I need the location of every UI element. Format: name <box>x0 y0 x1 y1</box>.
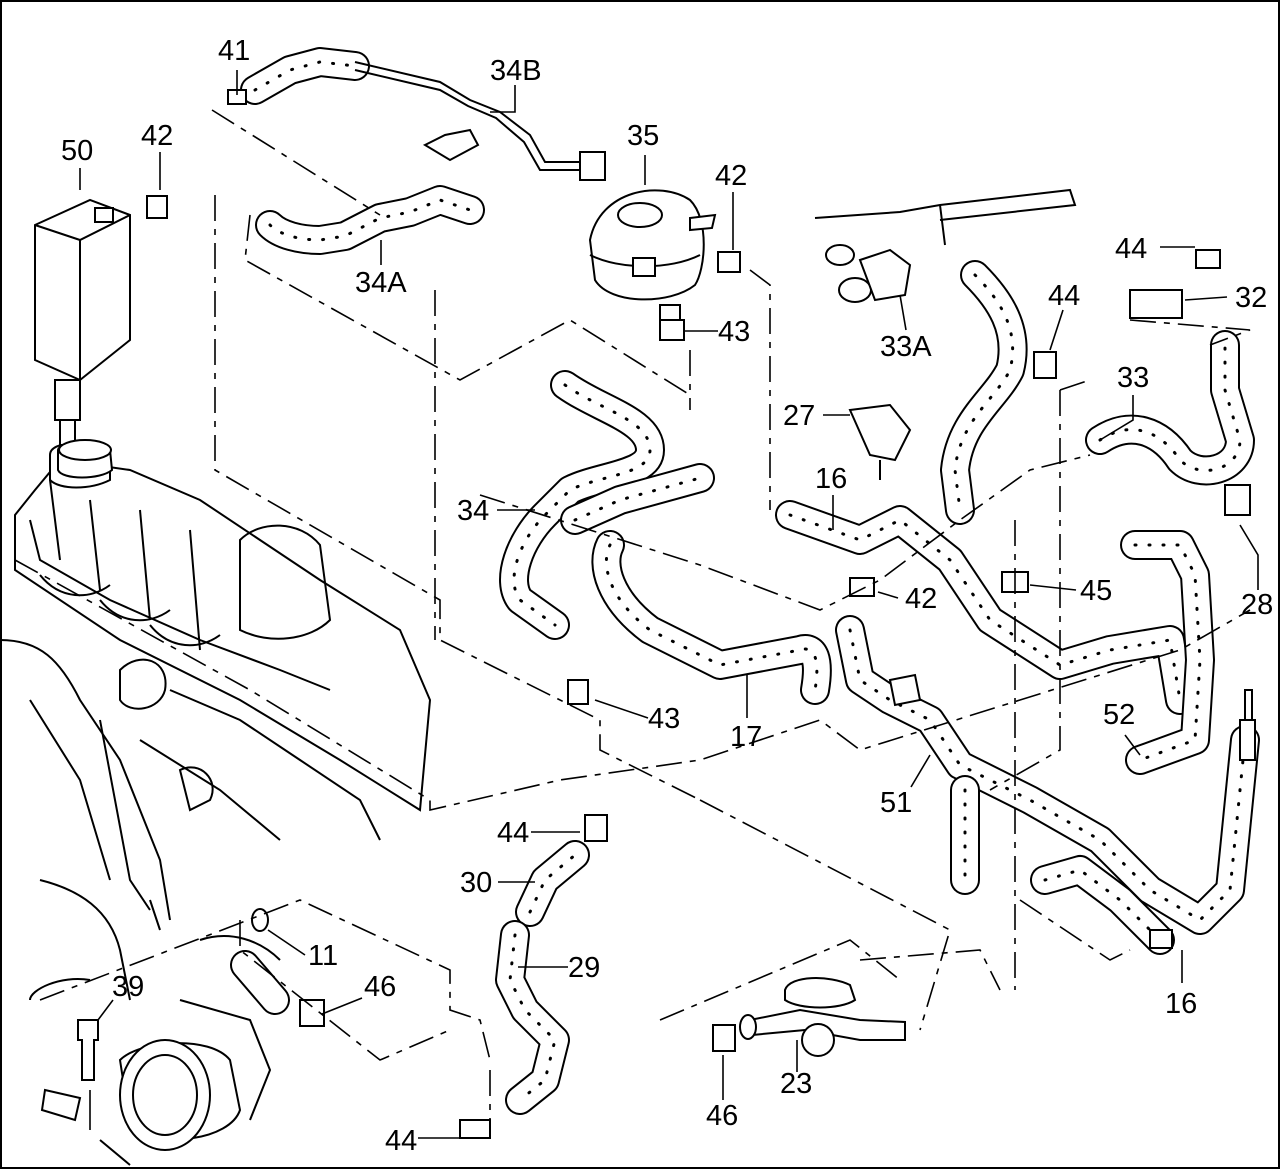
pipe-34b <box>354 61 606 181</box>
callout-27: 27 <box>783 400 815 432</box>
callout-16-lower: 16 <box>1165 988 1197 1020</box>
callout-51: 51 <box>880 787 912 819</box>
expansion-tank-35 <box>588 189 717 321</box>
callout-34a: 34A <box>355 267 407 299</box>
callout-28: 28 <box>1241 589 1273 621</box>
callout-34b: 34B <box>490 55 542 87</box>
callouts: 41 34B 50 42 35 42 44 32 44 34A 43 33A 3… <box>61 35 1273 1157</box>
callout-44-center: 44 <box>497 817 529 849</box>
callout-29: 29 <box>568 952 600 984</box>
callout-23: 23 <box>780 1068 812 1100</box>
callout-39: 39 <box>112 971 144 1003</box>
callout-41: 41 <box>218 35 250 67</box>
callout-42-top-left: 42 <box>141 120 173 152</box>
clamps <box>146 89 1251 1139</box>
callout-11: 11 <box>308 940 338 972</box>
callout-44-mid-right: 44 <box>1048 280 1080 312</box>
callout-44-top-right: 44 <box>1115 233 1147 265</box>
callout-50: 50 <box>61 135 93 167</box>
engine-block <box>0 442 432 1166</box>
callout-52: 52 <box>1103 699 1135 731</box>
callout-44-bottom: 44 <box>385 1125 417 1157</box>
callout-33: 33 <box>1117 362 1149 394</box>
callout-30: 30 <box>460 867 492 899</box>
connectors <box>40 439 1256 1122</box>
callout-32: 32 <box>1235 282 1267 314</box>
leader-lines <box>79 70 1259 1139</box>
callout-33a: 33A <box>880 331 932 363</box>
valve-assembly <box>814 188 1077 480</box>
hose-group <box>230 47 1260 1115</box>
callout-17: 17 <box>730 721 762 753</box>
callout-46-left: 46 <box>364 971 396 1003</box>
callout-34: 34 <box>457 495 489 527</box>
callout-16-upper: 16 <box>815 463 847 495</box>
callout-46-bottom: 46 <box>706 1100 738 1132</box>
callout-42-tank: 42 <box>715 160 747 192</box>
callout-43-tank: 43 <box>718 316 750 348</box>
callout-35: 35 <box>627 120 659 152</box>
expansion-tank-50 <box>34 198 131 446</box>
callout-42-mid: 42 <box>905 583 937 615</box>
callout-43-mid: 43 <box>648 703 680 735</box>
callout-45: 45 <box>1080 575 1112 607</box>
reference-frames <box>14 109 1251 1120</box>
